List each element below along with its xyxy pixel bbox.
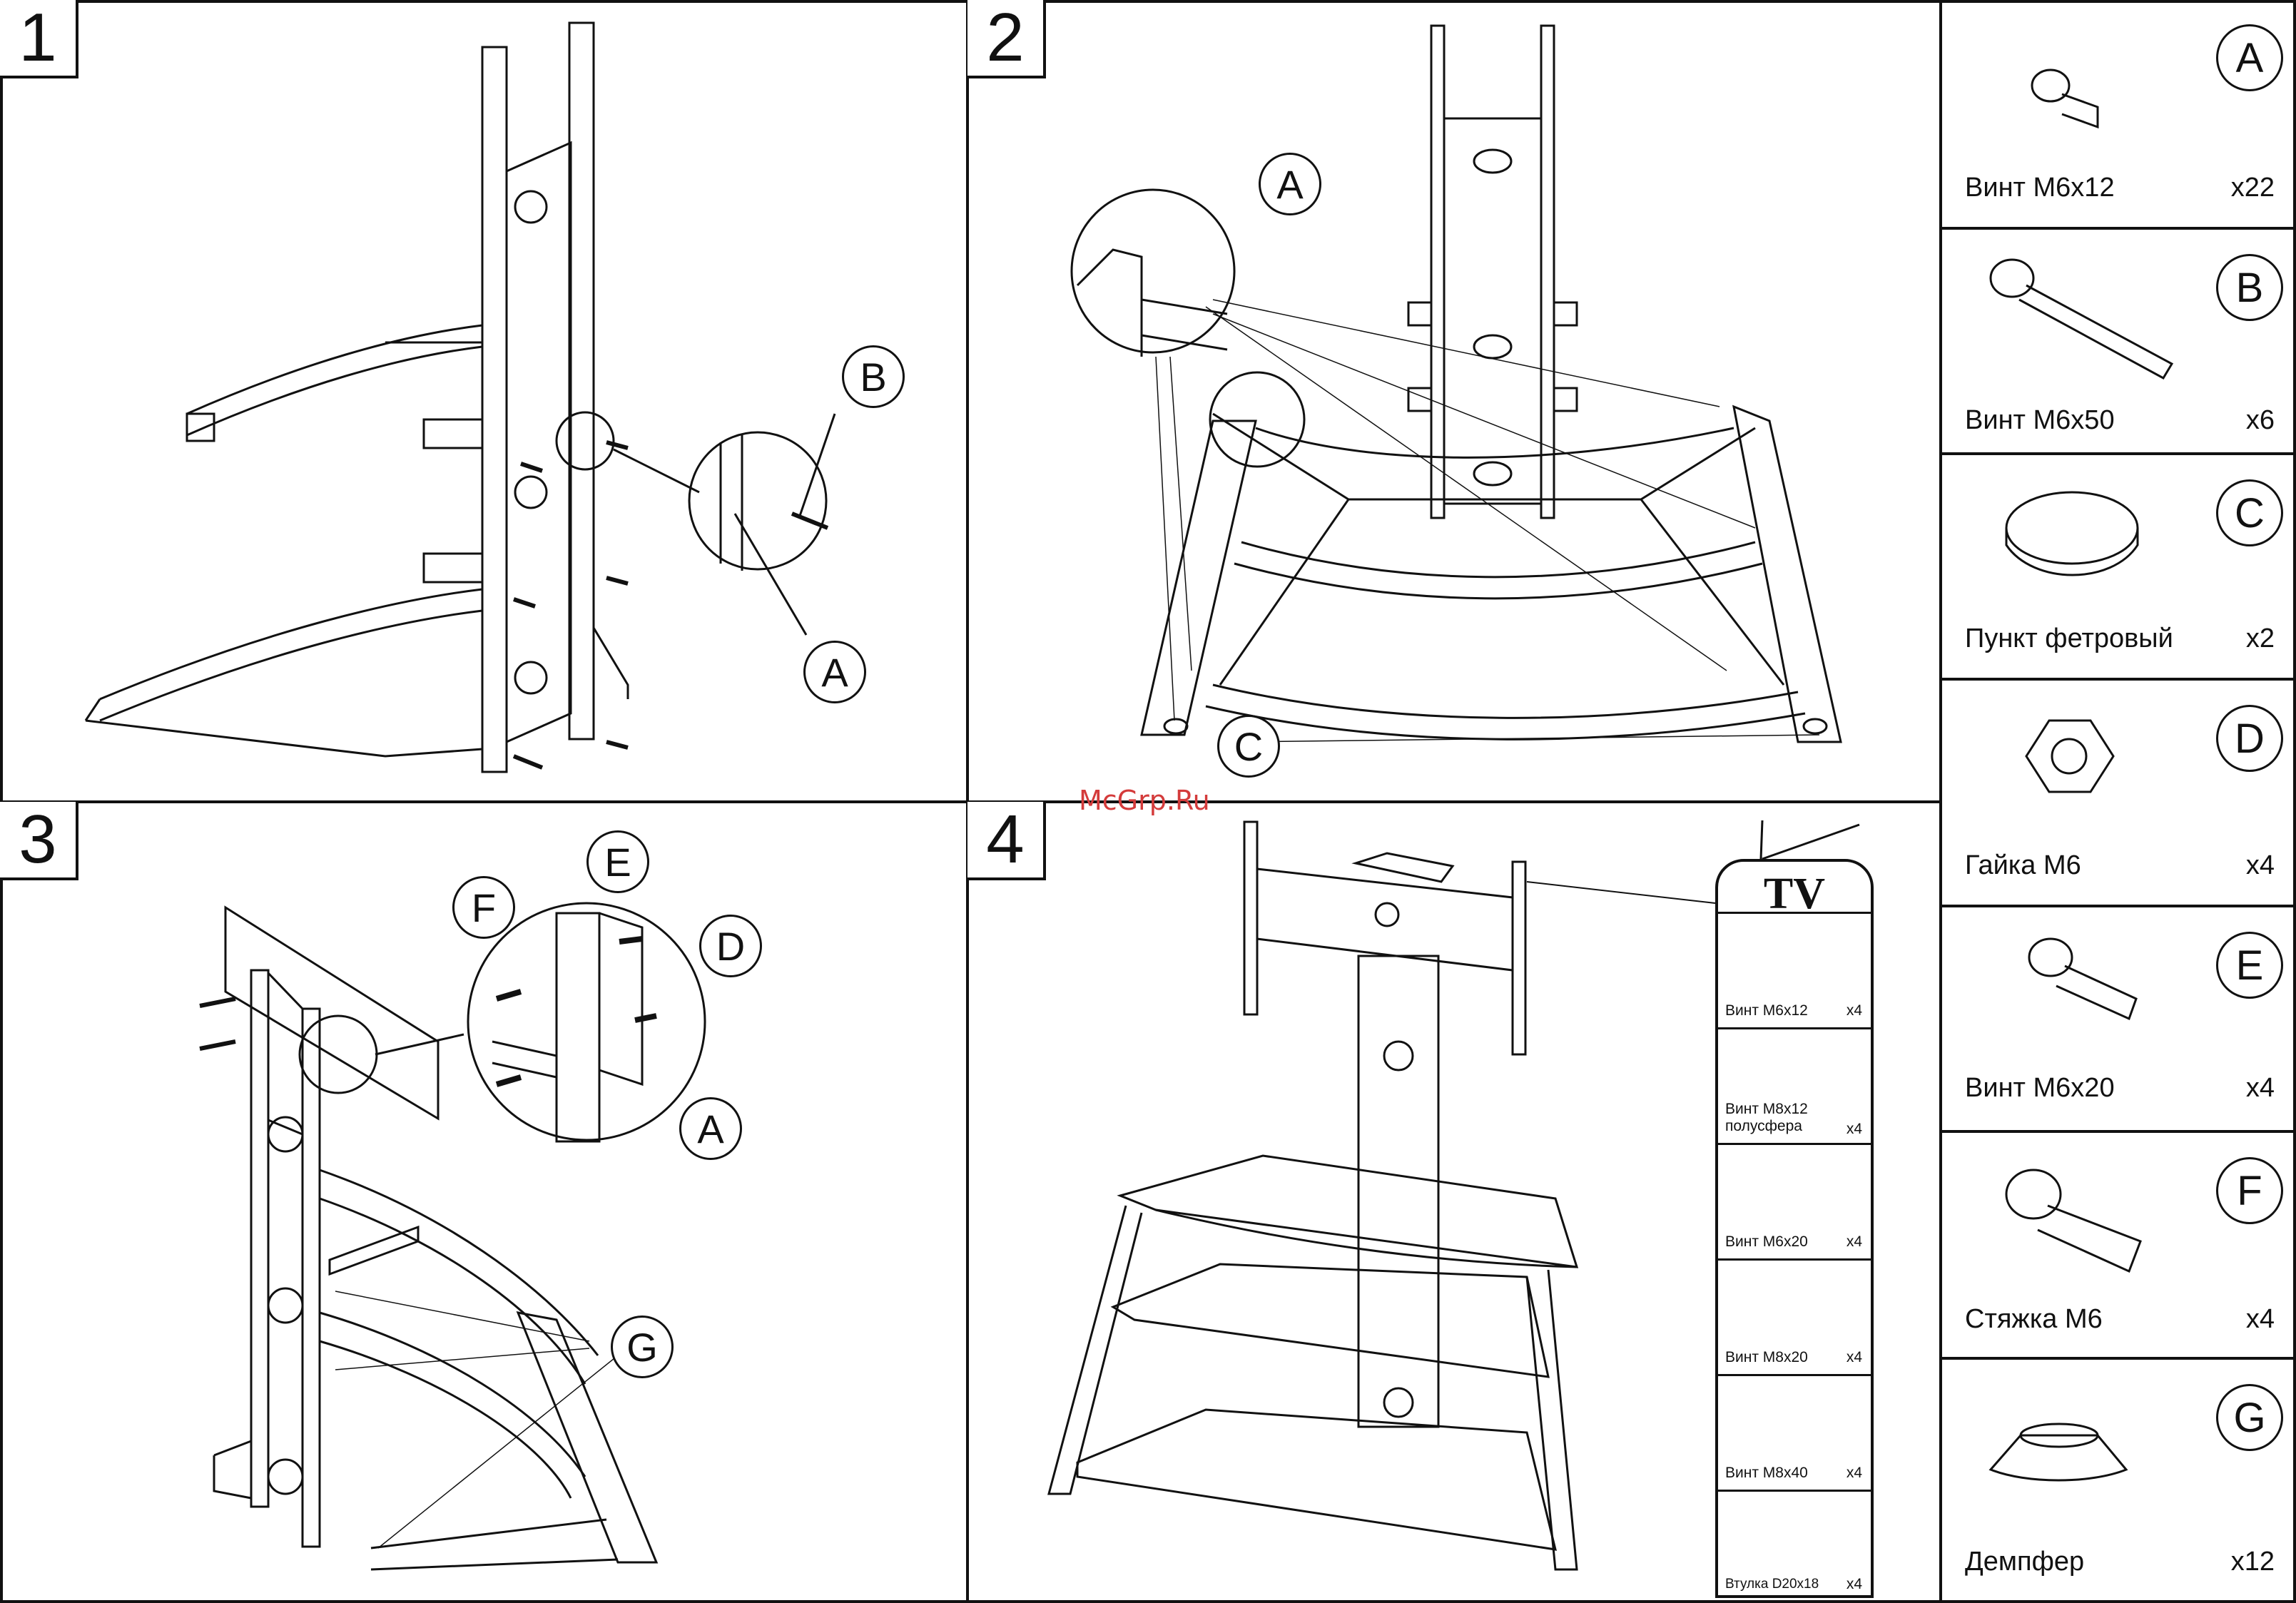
part-letter: G (2216, 1384, 2283, 1451)
tv-kit-qty: x4 (1847, 1465, 1862, 1482)
step3-tv-plate (225, 907, 438, 1119)
tv-kit-item: Винт М6х12 x4 (1718, 912, 1871, 1027)
part-letter: F (2216, 1157, 2283, 1224)
part-letter: E (2216, 932, 2283, 999)
part-letter: B (2216, 254, 2283, 321)
part-row-g: G Демпфер x12 (1941, 1357, 2296, 1603)
tv-kit-qty: x4 (1847, 1002, 1862, 1019)
step-2-drawing (1072, 26, 1841, 742)
tv-kit-qty: x4 (1847, 1121, 1862, 1138)
step3-detail-origin (300, 1016, 377, 1093)
part-label: Винт М6х12 (1965, 173, 2115, 203)
step1-callout-b: B (842, 345, 905, 408)
step4-bracket-right (1513, 862, 1525, 1054)
part-qty: x2 (2246, 624, 2275, 654)
step3-callout-g: G (611, 1316, 674, 1378)
tv-kit-item: Втулка D20x18 x4 (1718, 1490, 1871, 1595)
step1-arc-end (187, 414, 214, 441)
step1-back-panel (507, 143, 571, 742)
tv-kit-item: Винт М8х40 x4 (1718, 1374, 1871, 1490)
part-label: Демпфер (1965, 1547, 2084, 1577)
step2-bottom-arc (1213, 685, 1798, 718)
step3-upright-left (251, 970, 268, 1507)
step1-upright-left (482, 47, 507, 772)
step4-top-shelf (1120, 1156, 1577, 1267)
step4-bottom-shelf (1077, 1410, 1555, 1549)
part-label: Винт М6х20 (1965, 1073, 2115, 1104)
part-label: Стяжка М6 (1965, 1304, 2103, 1335)
tv-kit-item: Винт М8х12 полусфера x4 (1718, 1027, 1871, 1143)
part-qty: x4 (2246, 1073, 2275, 1104)
tv-kit-label: Винт М6х20 (1725, 1233, 1808, 1251)
tv-kit-qty: x4 (1847, 1576, 1862, 1593)
step2-upright-left (1431, 26, 1444, 518)
part-letter: A (2216, 24, 2283, 91)
part-row-f: F Стяжка М6 x4 (1941, 1130, 2296, 1357)
part-row-a: A Винт М6х12 x22 (1941, 0, 2296, 227)
tv-kit-label: Винт М8х12 полусфера (1725, 1101, 1825, 1135)
step2-callout-c: C (1217, 715, 1280, 778)
step1-detail-origin (557, 412, 614, 469)
step1-panel-hole (515, 191, 547, 223)
part-row-b: B Винт М6х50 x6 (1941, 227, 2296, 452)
part-row-c: C Пункт фетровый x2 (1941, 452, 2296, 678)
watermark-text: McGrp.Ru (1079, 785, 1210, 816)
step4-bracket-left (1244, 822, 1257, 1014)
step1-panel-hole (515, 662, 547, 693)
step1-upright-right (569, 23, 594, 739)
step1-bracket (424, 554, 482, 582)
step3-callout-e: E (586, 830, 649, 893)
tv-kit-qty: x4 (1847, 1349, 1862, 1366)
part-letter: C (2216, 479, 2283, 546)
part-qty: x22 (2231, 173, 2275, 203)
tv-kit-item: Винт М6х20 x4 (1718, 1143, 1871, 1258)
step3-upright-right (303, 1009, 320, 1547)
step3-callout-f: F (452, 876, 515, 939)
step4-mid-shelf (1113, 1264, 1548, 1377)
step1-bracket (424, 419, 482, 448)
tv-kit-label: Втулка D20x18 (1725, 1576, 1819, 1593)
part-qty: x6 (2246, 405, 2275, 436)
step1-bottom-arc (100, 589, 482, 699)
step2-back-panel (1444, 118, 1541, 504)
tv-kit-qty: x4 (1847, 1233, 1862, 1251)
part-row-d: D Гайка М6 x4 (1941, 678, 2296, 905)
step4-leg-left (1049, 1206, 1142, 1494)
step1-panel-hole (515, 477, 547, 508)
part-label: Пункт фетровый (1965, 624, 2173, 654)
step1-top-arc (187, 325, 482, 414)
step2-detail-circle-b (1210, 372, 1304, 467)
step-3-drawing (200, 903, 705, 1569)
step2-leg-right (1734, 407, 1841, 742)
part-qty: x4 (2246, 850, 2275, 881)
step1-callout-a: A (803, 641, 866, 703)
part-letter: D (2216, 705, 2283, 772)
step3-callout-d: D (699, 915, 762, 977)
tv-kit-item: Винт М8х20 x4 (1718, 1258, 1871, 1374)
part-row-e: E Винт М6х20 x4 (1941, 905, 2296, 1130)
step3-callout-a: A (679, 1097, 742, 1160)
step1-base-front (86, 721, 482, 756)
step2-callout-a: A (1259, 153, 1321, 215)
step2-leg-left (1142, 421, 1256, 735)
tv-kit-label: Винт М8х40 (1725, 1465, 1808, 1482)
part-label: Винт М6х50 (1965, 405, 2115, 436)
step3-detail-circle (468, 903, 705, 1140)
part-qty: x12 (2231, 1547, 2275, 1577)
part-label: Гайка М6 (1965, 850, 2081, 881)
step1-top-arc (187, 347, 482, 435)
step-1-drawing (86, 23, 835, 772)
step2-detail-circle-a (1072, 190, 1234, 352)
tv-kit-label: Винт М8х20 (1725, 1349, 1808, 1366)
tv-kit-label: Винт М6х12 (1725, 1002, 1808, 1019)
tv-kit-panel: TV Винт М6х12 x4 Винт М8х12 полусфера x4… (1715, 859, 1874, 1598)
part-qty: x4 (2246, 1304, 2275, 1335)
